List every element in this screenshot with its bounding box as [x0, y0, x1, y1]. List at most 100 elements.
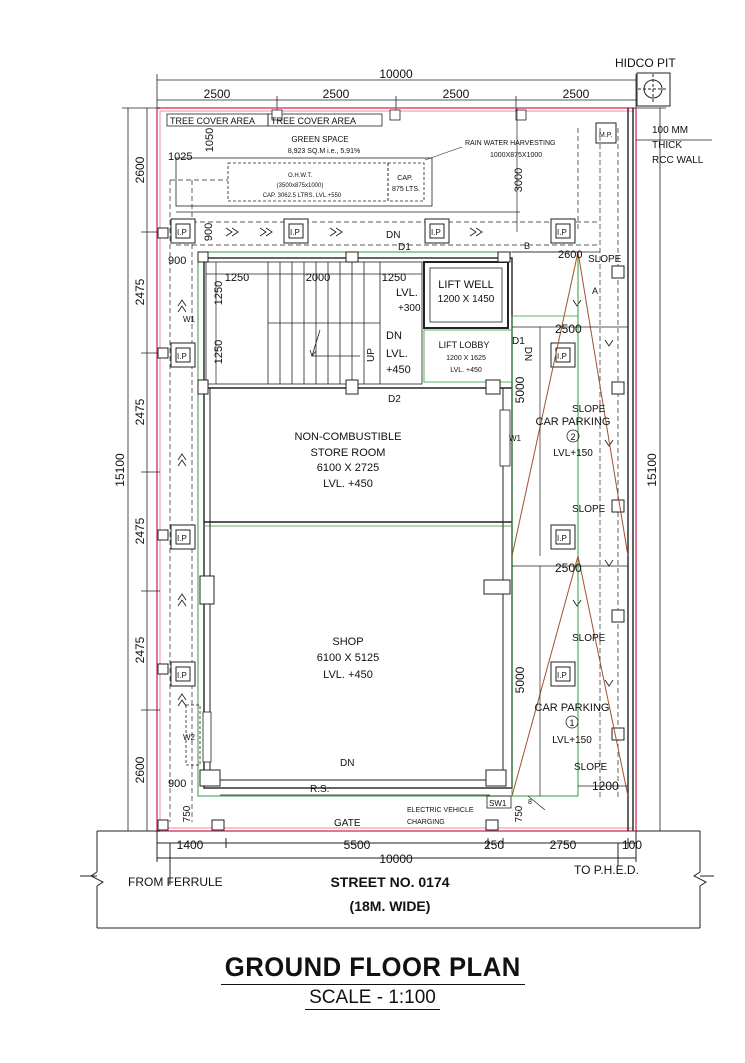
dim-left-3: 2475 [133, 398, 147, 425]
ip-7: I.P [177, 534, 187, 543]
sw1-box [486, 795, 512, 809]
w2-label: W2 [183, 733, 196, 742]
stair-up: UP [366, 348, 377, 362]
dim-1250b: 1250 [382, 272, 406, 284]
cap-label: CAP. [397, 175, 412, 182]
shop-line-2: 6100 X 5125 [317, 652, 379, 664]
dim-bottom-total: 10000 [379, 852, 413, 866]
parking-dim-lines [512, 251, 628, 811]
wall-note-1: 100 MM [652, 125, 688, 136]
dim-2600-right: 2600 [558, 249, 582, 261]
hidco-pit [636, 72, 671, 107]
dim-top-2: 2500 [323, 87, 350, 101]
dim-2000: 2000 [306, 272, 330, 284]
slope-2: SLOPE [572, 404, 606, 415]
inspection-pits [170, 218, 576, 687]
dim-bottom-5: 100 [622, 838, 642, 852]
dim-left-6: 2600 [133, 756, 147, 783]
shop-line-1: SHOP [332, 636, 363, 648]
rwh-size: 1000X875X1000 [490, 152, 542, 159]
tree-cover-2: TREE COVER AREA [271, 116, 356, 126]
wall-note-3: RCC WALL [652, 155, 704, 166]
rwh-label: RAIN WATER HARVESTING [465, 140, 556, 147]
mp-box [595, 122, 617, 144]
cap-value: 875 LTS. [392, 186, 420, 193]
dim-top-3: 2500 [443, 87, 470, 101]
dim-top-4: 2500 [563, 87, 590, 101]
rs-label: R.S. [310, 784, 329, 795]
dim-1250a: 1250 [225, 272, 249, 284]
ip-10: I.P [557, 671, 567, 680]
ip-6: I.P [557, 352, 567, 361]
shop-dn: DN [340, 758, 354, 769]
ip-3: I.P [431, 228, 441, 237]
slope-5: SLOPE [574, 762, 608, 773]
green-space-label: GREEN SPACE [291, 135, 348, 144]
lift-lobby-lvl: LVL. +450 [450, 367, 482, 374]
dim-bottom-2: 5500 [344, 838, 371, 852]
title-block: GROUND FLOOR PLAN SCALE - 1:100 [0, 952, 745, 1010]
dim-750a: 750 [182, 805, 193, 822]
dim-2500a: 2500 [555, 322, 582, 336]
columns [157, 227, 625, 831]
sw1-label: SW1 [489, 799, 507, 808]
plan-scale: SCALE - 1:100 [305, 987, 440, 1010]
flow-arrows [177, 227, 614, 707]
dim-1250c: 1250 [213, 281, 225, 305]
stair-top-dn: DN [386, 230, 400, 241]
a-label: A [592, 286, 598, 296]
lift-lobby-label: LIFT LOBBY [439, 340, 490, 350]
b-label: B [524, 241, 530, 251]
tree-cover-1: TREE COVER AREA [170, 116, 255, 126]
stair-lvl-val: +300 [398, 303, 421, 314]
car-1-lvl: LVL+150 [552, 735, 592, 746]
to-phed: TO P.H.E.D. [574, 863, 639, 877]
ip-9: I.P [177, 671, 187, 680]
dim-1200: 1200 [592, 779, 619, 793]
dim-8: 8 [528, 799, 532, 806]
lift-lobby [423, 329, 513, 383]
drain-lines [169, 128, 619, 822]
stair-lvl2: LVL. [386, 348, 408, 360]
rwh-leader [424, 146, 463, 161]
dim-top-1: 2500 [204, 87, 231, 101]
ev-line-2: CHARGING [407, 819, 445, 826]
hidco-pit-label: HIDCO PIT [615, 56, 676, 70]
dim-1025: 1025 [168, 151, 192, 163]
dim-left-total: 15100 [113, 453, 127, 487]
staircase [205, 261, 423, 385]
dim-left-1: 2600 [133, 156, 147, 183]
d1-lobby: D1 [512, 336, 525, 347]
dim-left-2: 2475 [133, 278, 147, 305]
car-parking-2-label: CAR PARKING [536, 416, 611, 428]
d1-top: D1 [398, 242, 411, 253]
lift-well-size: 1200 X 1450 [438, 294, 495, 305]
ip-4: I.P [557, 228, 567, 237]
top-zone [166, 109, 527, 213]
dim-1250d: 1250 [213, 340, 225, 364]
dim-left-4: 2475 [133, 517, 147, 544]
lift-well [423, 261, 509, 329]
store-line-4: LVL. +450 [323, 478, 373, 490]
mp-label: M.P. [599, 132, 613, 139]
slope-1: SLOPE [588, 254, 622, 265]
ev-line-1: ELECTRIC VEHICLE [407, 807, 474, 814]
dim-3000: 3000 [513, 168, 525, 192]
car-parking-1-label: CAR PARKING [535, 702, 610, 714]
store-line-3: 6100 X 2725 [317, 462, 379, 474]
ohwt-cap: CAP. 3062.5 LTRS. LVL.+550 [263, 193, 342, 199]
dim-bottom-4: 2750 [550, 838, 577, 852]
car-2-num: 2 [570, 432, 575, 442]
ip-8: I.P [557, 534, 567, 543]
dim-900c: 900 [168, 778, 186, 790]
store-line-2: STORE ROOM [311, 447, 386, 459]
shop-line-3: LVL. +450 [323, 669, 373, 681]
dn-lobby: DN [522, 347, 533, 361]
green-space-area: 8,923 SQ.M i.e., 5.91% [288, 148, 360, 155]
dim-750b: 750 [514, 805, 525, 822]
dim-top-total: 10000 [379, 67, 413, 81]
street-width: (18M. WIDE) [350, 898, 431, 914]
street-name: STREET NO. 0174 [330, 874, 449, 890]
store-line-1: NON-COMBUSTIBLE [295, 431, 402, 443]
car-2-circle [566, 429, 580, 443]
